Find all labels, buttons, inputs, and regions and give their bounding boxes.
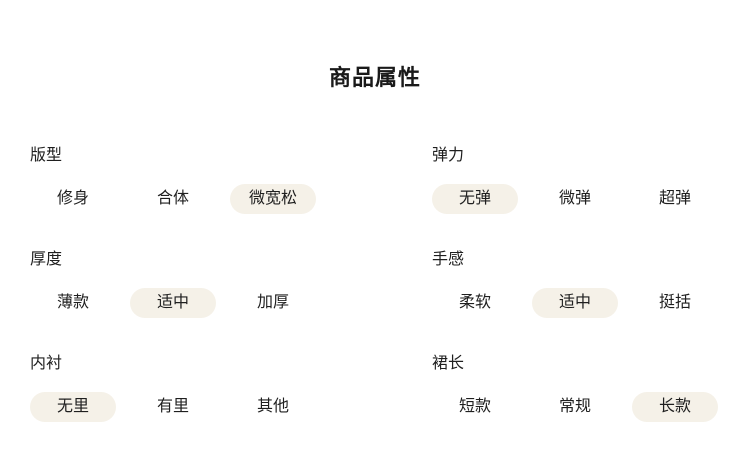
options-row: 修身 合体 微宽松 — [30, 184, 432, 214]
option-pill[interactable]: 超弹 — [658, 190, 691, 207]
option-pill[interactable]: 加厚 — [256, 294, 289, 311]
page-title: 商品属性 — [328, 65, 421, 90]
options-row: 短款 常规 长款 — [432, 392, 750, 422]
option-pill[interactable]: 微弹 — [558, 190, 591, 207]
option-pill[interactable]: 有里 — [156, 398, 189, 415]
group-label-fit: 版型 — [30, 147, 63, 164]
option-pill[interactable]: 适中 — [532, 288, 618, 318]
group-label-lining: 内衬 — [30, 355, 63, 372]
option-pill[interactable]: 修身 — [56, 190, 89, 207]
option-pill[interactable]: 短款 — [458, 398, 491, 415]
option-pill[interactable]: 长款 — [632, 392, 718, 422]
group-label-elasticity: 弹力 — [432, 147, 465, 164]
options-row: 无弹 微弹 超弹 — [432, 184, 750, 214]
option-pill[interactable]: 合体 — [156, 190, 189, 207]
attribute-group-thickness: 厚度 薄款 适中 加厚 — [30, 251, 432, 318]
option-pill[interactable]: 无弹 — [432, 184, 518, 214]
attribute-group-feel: 手感 柔软 适中 挺括 — [432, 251, 750, 318]
attribute-group-skirt-length: 裙长 短款 常规 长款 — [432, 355, 750, 422]
attribute-group-elasticity: 弹力 无弹 微弹 超弹 — [432, 147, 750, 214]
option-pill[interactable]: 其他 — [256, 398, 289, 415]
group-label-thickness: 厚度 — [30, 251, 63, 268]
options-row: 无里 有里 其他 — [30, 392, 432, 422]
options-row: 柔软 适中 挺括 — [432, 288, 750, 318]
attributes-grid: 版型 修身 合体 微宽松 弹力 无弹 微弹 超弹 厚度 薄款 适中 加厚 手感 … — [30, 147, 750, 422]
group-label-feel: 手感 — [432, 251, 465, 268]
option-pill[interactable]: 无里 — [30, 392, 116, 422]
option-pill[interactable]: 常规 — [558, 398, 591, 415]
attribute-group-fit: 版型 修身 合体 微宽松 — [30, 147, 432, 214]
options-row: 薄款 适中 加厚 — [30, 288, 432, 318]
attribute-group-lining: 内衬 无里 有里 其他 — [30, 355, 432, 422]
option-pill[interactable]: 挺括 — [658, 294, 691, 311]
option-pill[interactable]: 薄款 — [56, 294, 89, 311]
option-pill[interactable]: 适中 — [130, 288, 216, 318]
option-pill[interactable]: 柔软 — [458, 294, 491, 311]
option-pill[interactable]: 微宽松 — [230, 184, 316, 214]
group-label-skirt-length: 裙长 — [432, 355, 465, 372]
